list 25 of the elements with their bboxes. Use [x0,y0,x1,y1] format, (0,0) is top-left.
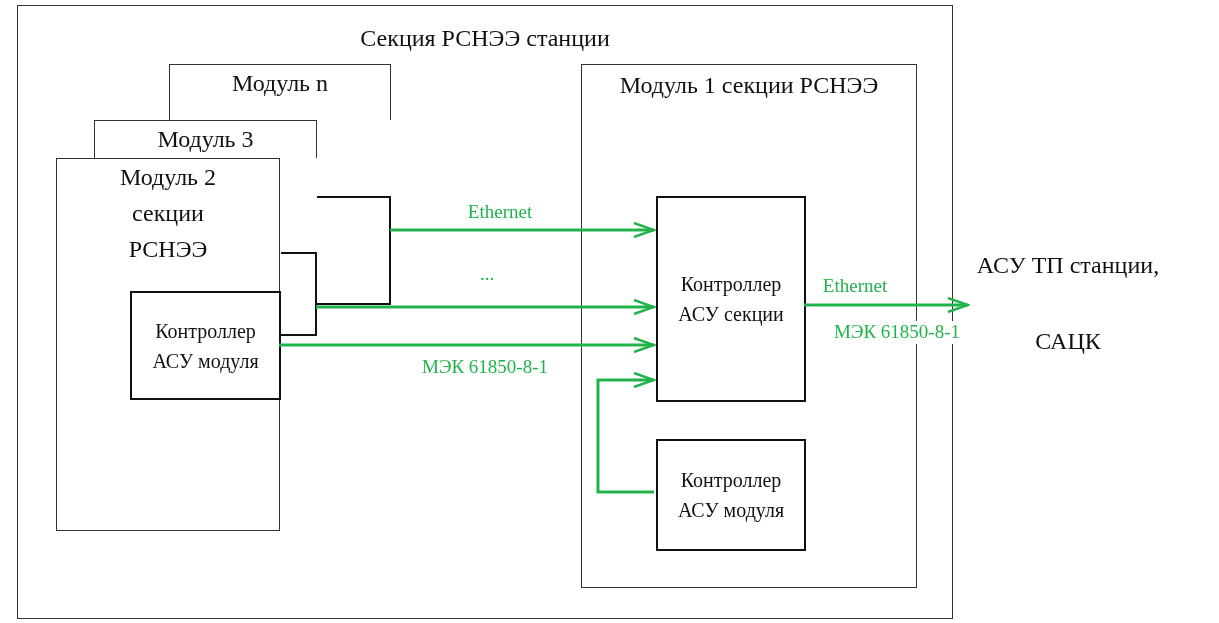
controller-box [130,291,281,400]
arrow [279,336,656,354]
controller-label: Контроллер АСУ секции [677,272,785,328]
arrow [316,298,656,316]
controller-box [656,196,806,402]
module-box [56,158,280,531]
module-title: Модуль 3 [156,125,255,154]
section-title: Секция РСНЭЭ станции [360,24,610,53]
module-title: Модуль 2 секции РСНЭЭ [118,163,218,264]
protocol-label: МЭК 61850-8-1 [832,321,962,344]
controller-box [281,252,317,336]
arrow [390,221,656,239]
controller-box [317,196,391,305]
arrow [804,296,970,314]
arrow [596,371,656,494]
module-box [94,120,317,158]
module-title: Модуль 1 секции РСНЭЭ [618,71,880,100]
module-title: Модуль n [230,69,330,98]
controller-label: Контроллер АСУ модуля [151,318,260,375]
system-label: АСУ ТП станции, САЦК [975,251,1161,356]
edge-label: Ethernet [821,275,889,298]
controller-label: Контроллер АСУ модуля [676,468,786,524]
controller-box [656,439,806,551]
edge-label: Ethernet [466,201,534,224]
module-box [169,64,391,120]
